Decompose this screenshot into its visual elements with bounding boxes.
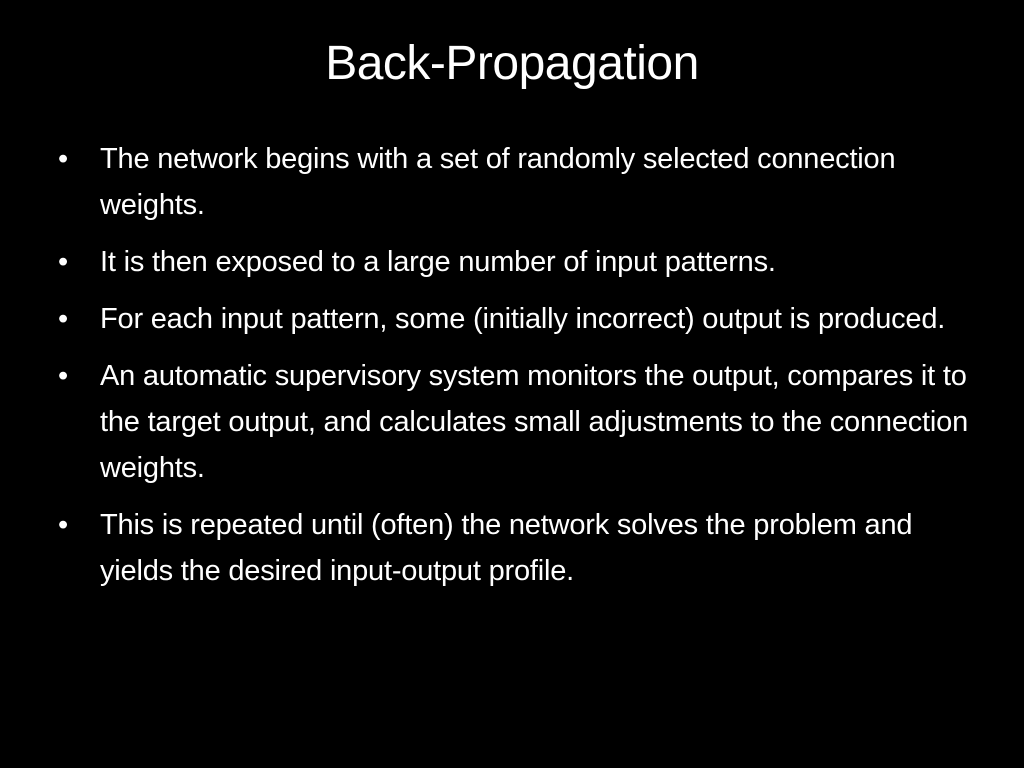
bullet-text: The network begins with a set of randoml… — [100, 143, 896, 221]
bullet-list: • The network begins with a set of rando… — [58, 136, 978, 605]
bullet-item: • It is then exposed to a large number o… — [58, 239, 978, 285]
slide-title: Back-Propagation — [325, 37, 699, 90]
bullet-text: For each input pattern, some (initially … — [100, 303, 946, 335]
bullet-icon: • — [58, 509, 68, 541]
bullet-item: • This is repeated until (often) the net… — [58, 502, 978, 594]
bullet-icon: • — [58, 360, 68, 392]
bullet-icon: • — [58, 143, 68, 175]
bullet-text: It is then exposed to a large number of … — [100, 246, 776, 278]
bullet-item: • The network begins with a set of rando… — [58, 136, 978, 228]
bullet-item: • For each input pattern, some (initiall… — [58, 296, 978, 342]
bullet-icon: • — [58, 246, 68, 278]
bullet-item: • An automatic supervisory system monito… — [58, 353, 978, 491]
bullet-text: This is repeated until (often) the netwo… — [100, 509, 913, 587]
bullet-icon: • — [58, 303, 68, 335]
bullet-text: An automatic supervisory system monitors… — [100, 360, 969, 484]
